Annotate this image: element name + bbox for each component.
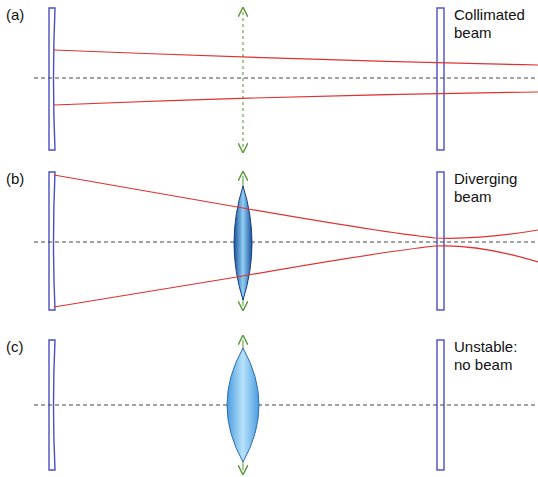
beam-caption: Diverging beam [454, 170, 534, 206]
beam-caption: Collimated beam [454, 6, 534, 42]
panel-letter: (c) [6, 338, 46, 356]
panel-letter: (b) [6, 170, 46, 188]
panel-letter: (a) [6, 6, 46, 24]
beam-caption: Unstable: no beam [454, 338, 534, 374]
